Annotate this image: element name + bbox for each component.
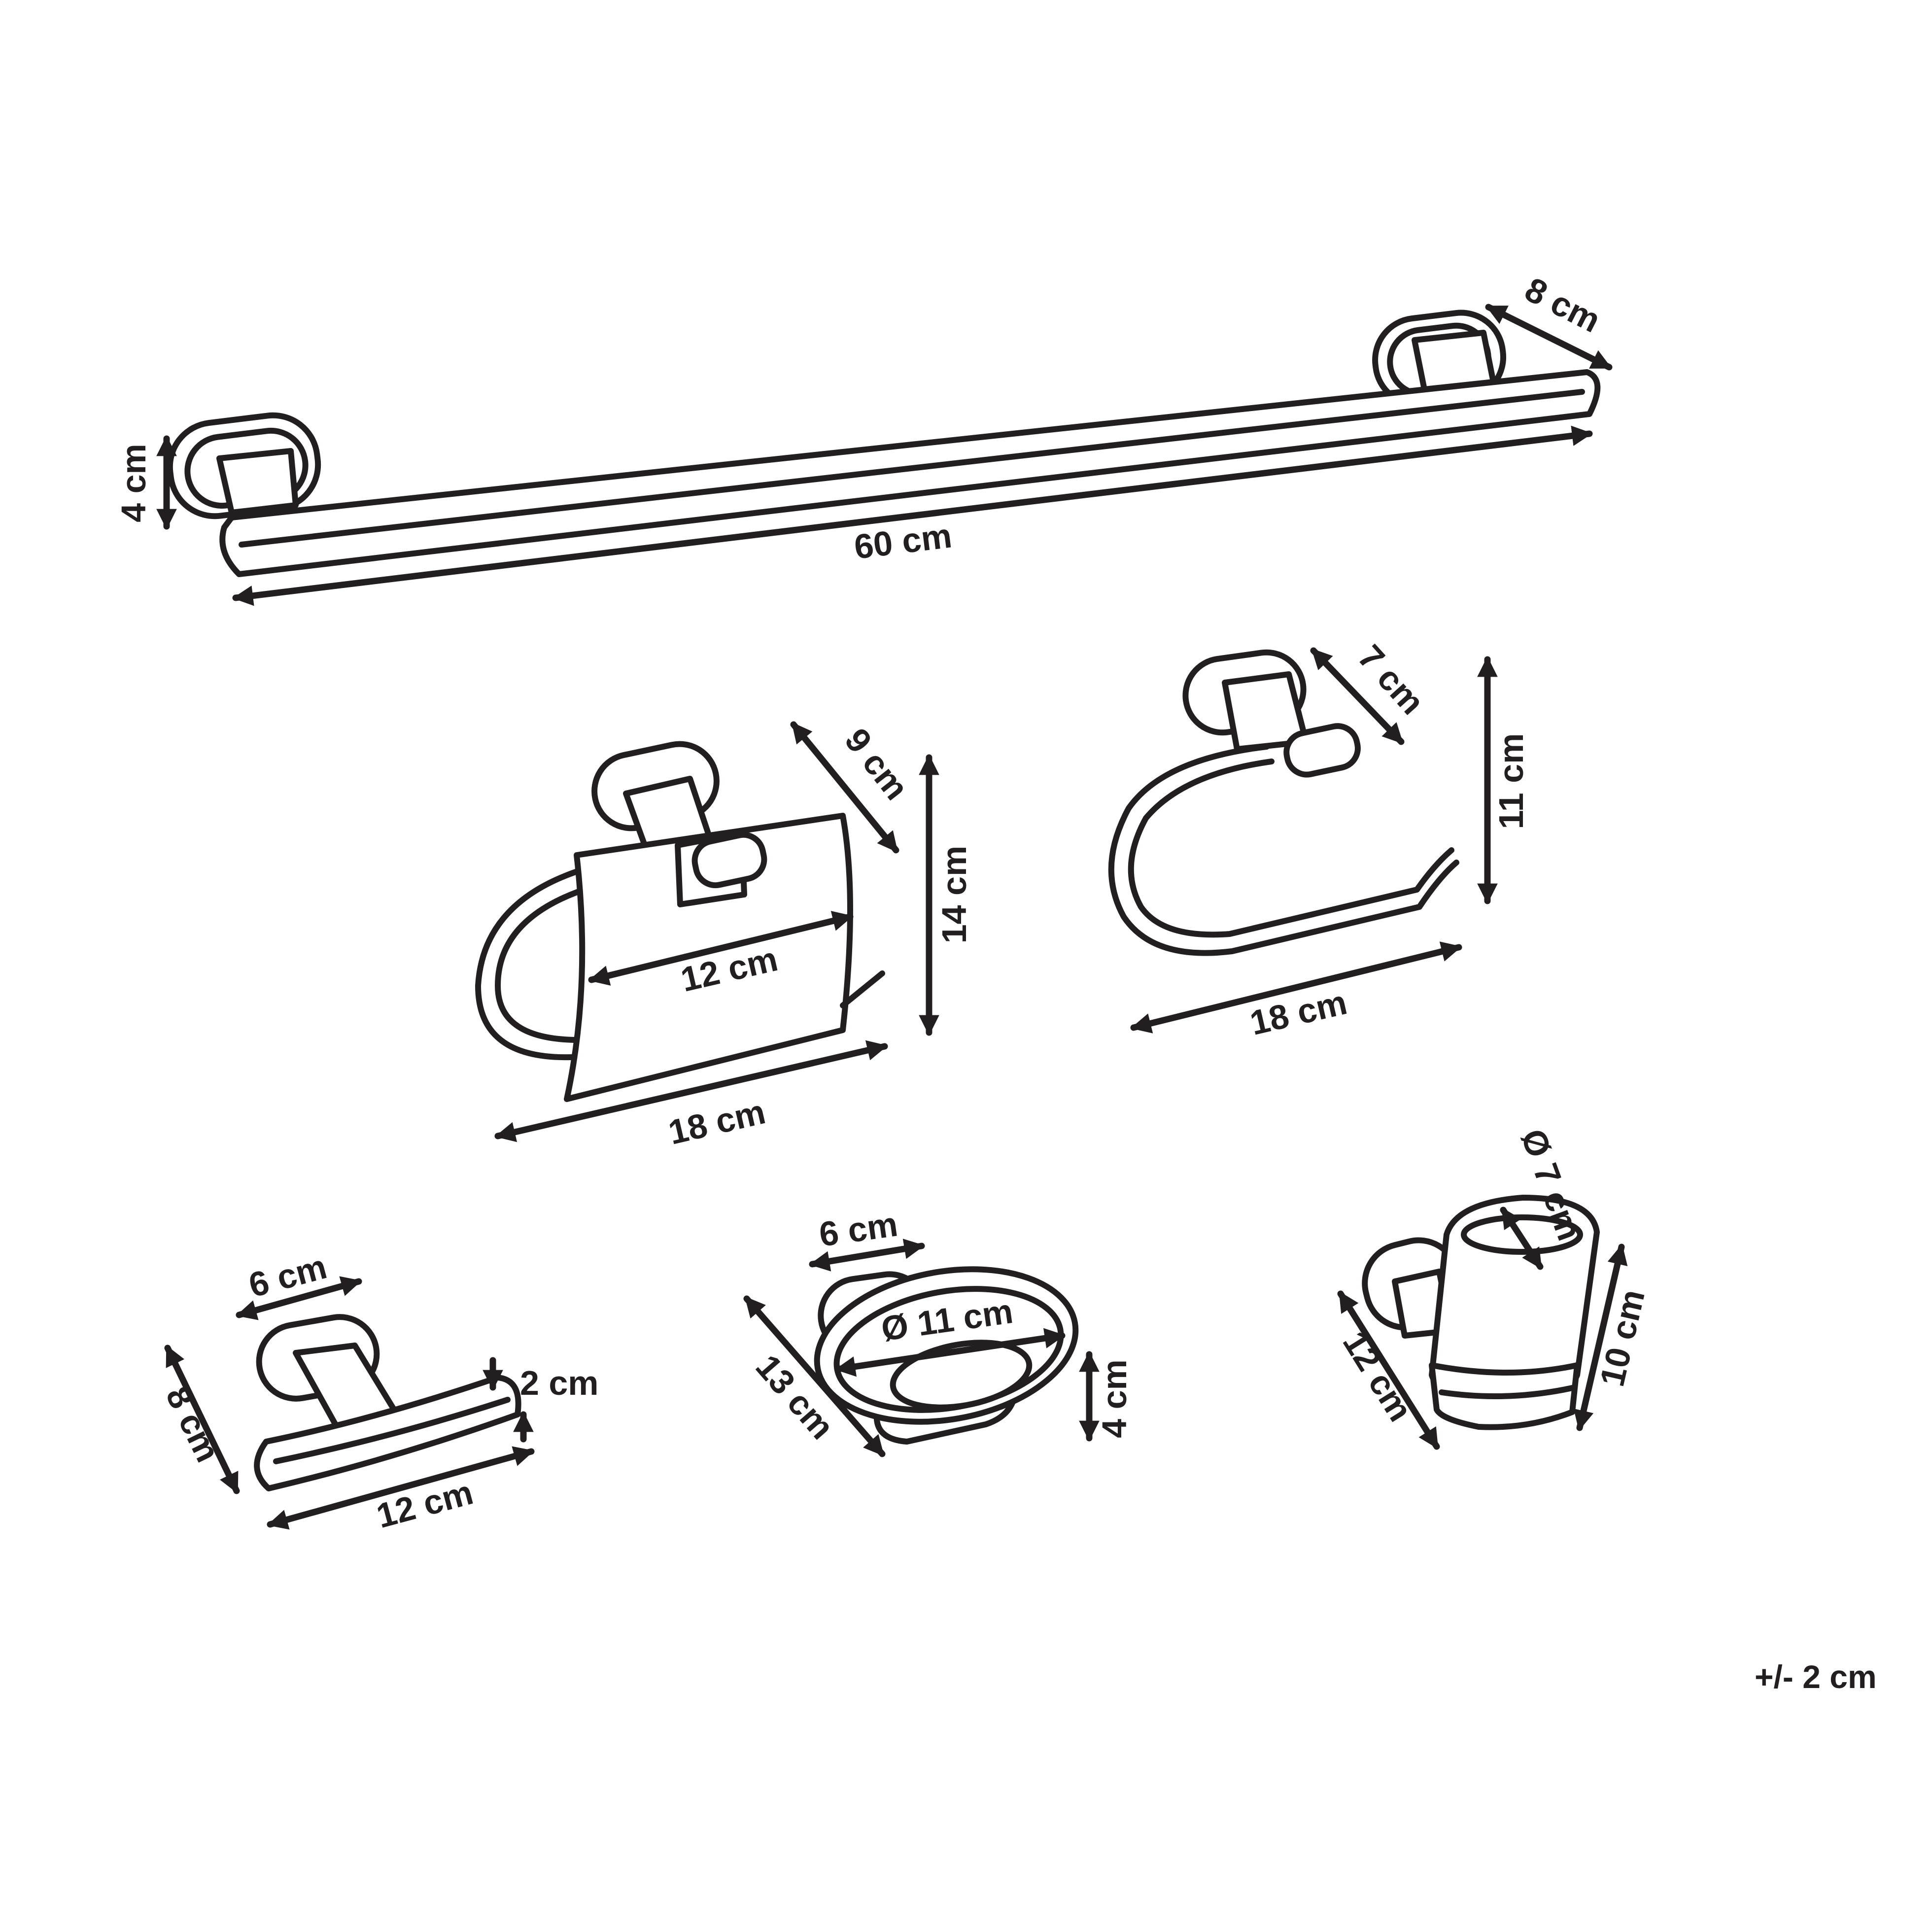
hook-height-label: 8 cm bbox=[159, 1380, 228, 1468]
dim-hook-thickness: 2 cm bbox=[483, 1357, 599, 1443]
towel-ring-width-label: 18 cm bbox=[1246, 983, 1350, 1042]
hook-drawing bbox=[254, 1314, 521, 1491]
soap-dish-base-label: 6 cm bbox=[817, 1205, 900, 1254]
paper-holder-width-label: 18 cm bbox=[665, 1092, 769, 1152]
tumbler-depth-label: 12 cm bbox=[1336, 1324, 1420, 1428]
hook-thickness-label: 2 cm bbox=[520, 1364, 599, 1402]
dim-towel-bar-height: 4 cm bbox=[114, 435, 177, 530]
towel-ring-height-label: 11 cm bbox=[1492, 733, 1530, 829]
towel-ring-drawing bbox=[1108, 649, 1459, 956]
dim-hook-base: 6 cm bbox=[236, 1247, 362, 1320]
dim-towel-ring-width: 18 cm bbox=[1130, 941, 1462, 1042]
dim-towel-ring-height: 11 cm bbox=[1477, 656, 1530, 904]
dim-soap-dish-base: 6 cm bbox=[809, 1205, 925, 1272]
paper-holder-drawing bbox=[475, 741, 885, 1102]
dim-hook-height: 8 cm bbox=[159, 1345, 240, 1494]
soap-dish-height-label: 4 cm bbox=[1095, 1359, 1134, 1438]
dim-towel-bar-depth: 8 cm bbox=[1485, 270, 1613, 371]
paper-holder-height-label: 14 cm bbox=[935, 846, 973, 943]
towel-ring-depth-label: 7 cm bbox=[1350, 638, 1432, 722]
tolerance-note: +/- 2 cm bbox=[1755, 1658, 1877, 1695]
dim-soap-dish-height: 4 cm bbox=[1079, 1351, 1134, 1442]
dim-paper-holder-height: 14 cm bbox=[919, 754, 973, 1036]
towel-bar-height-label: 4 cm bbox=[114, 444, 153, 522]
